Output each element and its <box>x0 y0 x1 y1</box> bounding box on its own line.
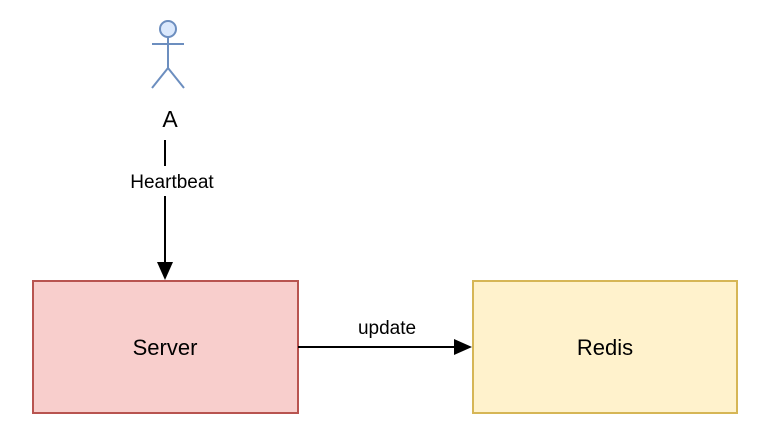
heartbeat-edge[interactable] <box>157 140 173 280</box>
update-arrowhead-icon <box>454 339 472 355</box>
actor-head <box>159 20 177 38</box>
update-edge[interactable] <box>298 339 472 355</box>
redis-node-box <box>472 280 738 414</box>
actor-left-leg <box>151 67 169 89</box>
server-node-label: Server <box>133 335 198 360</box>
actor-a-label: A <box>162 106 178 132</box>
actor-right-leg <box>167 67 185 89</box>
server-node-box <box>32 280 299 414</box>
heartbeat-arrowhead-icon <box>157 262 173 280</box>
heartbeat-edge-label: Heartbeat <box>130 172 214 193</box>
update-edge-label: update <box>358 318 416 339</box>
server-node[interactable]: Server <box>32 280 299 414</box>
redis-node[interactable]: Redis <box>472 280 738 414</box>
actor-a-figure[interactable] <box>151 20 185 89</box>
redis-node-label: Redis <box>577 335 633 360</box>
